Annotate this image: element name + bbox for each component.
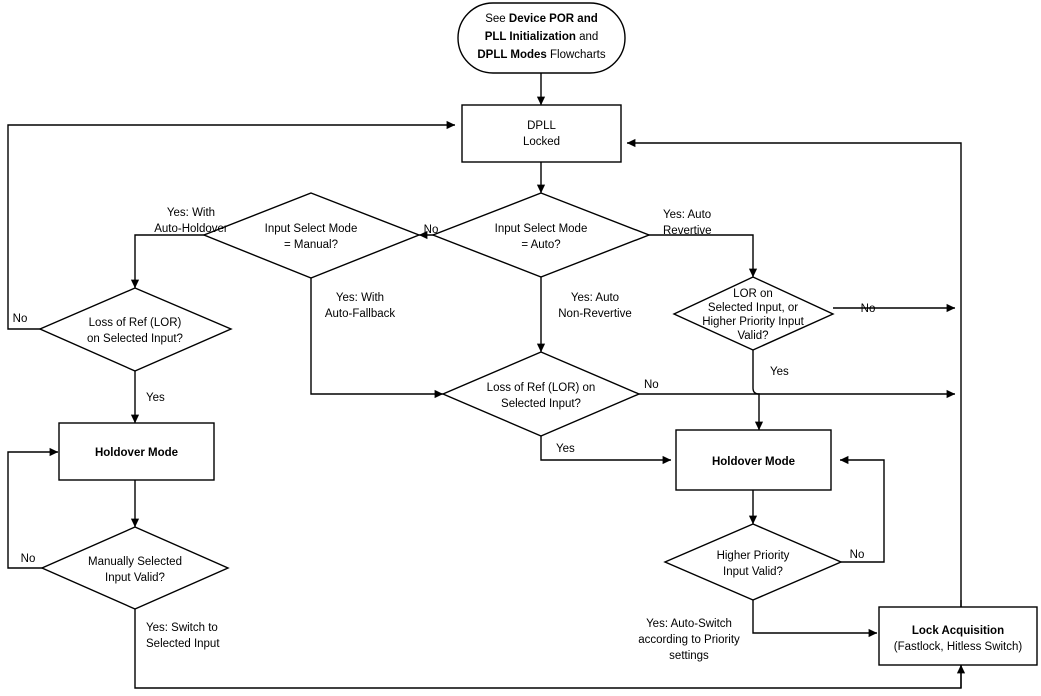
node-lor-selected-left: Loss of Ref (LOR) on Selected Input?	[38, 287, 233, 372]
node-higher-priority-valid: Higher Priority Input Valid?	[663, 523, 843, 601]
dpll-locked-line1: DPLL	[527, 120, 556, 132]
start-oval-line3-plain: Flowcharts	[547, 49, 606, 61]
yes-auto-nonrev-line1: Yes: Auto	[571, 292, 619, 304]
node-lock-acquisition: Lock Acquisition (Fastlock, Hitless Swit…	[878, 606, 1038, 666]
label-yes-lor-or-higher: Yes	[770, 366, 789, 378]
edge-lor-priority-yes-to-holdover-right	[752, 350, 764, 431]
label-yes-with-auto-holdover: Yes: With Auto-Holdover	[154, 207, 228, 235]
edge-higher-priority-yes-to-lock-acq	[752, 600, 878, 638]
label-yes-switch-to-selected: Yes: Switch to Selected Input	[146, 622, 220, 650]
label-yes-with-auto-fallback: Yes: With Auto-Fallback	[325, 292, 396, 320]
lor-priority-line4: Valid?	[737, 330, 768, 342]
lor-priority-line2: Selected Input, or	[708, 302, 798, 314]
label-no-lor-center: No	[644, 379, 659, 391]
label-yes-auto-revertive: Yes: Auto Revertive	[663, 209, 712, 237]
start-oval-line2-plain: and	[576, 31, 598, 43]
yes-switch-line2: Selected Input	[146, 638, 220, 650]
yes-auto-holdover-line1: Yes: With	[167, 207, 215, 219]
input-select-auto-line2: = Auto?	[521, 239, 560, 251]
yes-auto-fallback-line2: Auto-Fallback	[325, 308, 396, 320]
yes-auto-switch-line2: according to Priority	[638, 634, 740, 646]
lock-acquisition-line1: Lock Acquisition	[912, 625, 1004, 637]
label-yes-lor-center: Yes	[556, 443, 575, 455]
yes-auto-fallback-line1: Yes: With	[336, 292, 384, 304]
label-no-lor-left: No	[13, 313, 28, 325]
node-manually-selected-valid: Manually Selected Input Valid?	[40, 526, 230, 610]
yes-auto-holdover-line2: Auto-Holdover	[154, 223, 228, 235]
edge-manual-fallback-to-lor-center	[310, 278, 444, 399]
edge-auto-revertive-to-lor-priority	[620, 234, 758, 278]
node-lor-selected-center: Loss of Ref (LOR) on Selected Input?	[441, 351, 641, 437]
yes-auto-revertive-line1: Yes: Auto	[663, 209, 711, 221]
node-start-oval: See Device POR and PLL Initialization an…	[457, 2, 626, 74]
svg-text:PLL Initialization and: PLL Initialization and	[485, 31, 599, 43]
start-oval-line2-bold: PLL Initialization	[485, 31, 576, 43]
node-dpll-locked: DPLL Locked	[461, 104, 622, 163]
edge-lor-left-no-to-dpll	[7, 120, 456, 330]
higher-priority-line2: Input Valid?	[723, 566, 783, 578]
svg-text:DPLL Modes Flowcharts: DPLL Modes Flowcharts	[477, 49, 605, 61]
holdover-left-label: Holdover Mode	[95, 447, 178, 459]
start-oval-line1-bold: Device POR and	[509, 13, 598, 25]
lor-center-line1: Loss of Ref (LOR) on	[487, 382, 596, 394]
lor-priority-line1: LOR on	[733, 288, 773, 300]
manually-selected-line2: Input Valid?	[105, 572, 165, 584]
label-yes-auto-switch: Yes: Auto-Switch according to Priority s…	[638, 618, 740, 662]
higher-priority-line1: Higher Priority	[717, 550, 790, 562]
lor-priority-line3: Higher Priority Input	[702, 316, 804, 328]
node-holdover-left: Holdover Mode	[58, 422, 215, 481]
yes-switch-line1: Yes: Switch to	[146, 622, 218, 634]
yes-auto-revertive-line2: Revertive	[663, 225, 712, 237]
edge-higher-priority-no-loop	[839, 455, 885, 563]
label-no-lor-or-higher: No	[861, 303, 876, 315]
label-yes-lor-left: Yes	[146, 392, 165, 404]
start-oval-line1-plain: See	[485, 13, 509, 25]
start-oval-line3-bold: DPLL Modes	[477, 49, 546, 61]
input-select-manual-line1: Input Select Mode	[265, 223, 358, 235]
lor-left-line2: on Selected Input?	[87, 333, 183, 345]
manually-selected-line1: Manually Selected	[88, 556, 182, 568]
yes-auto-switch-line3: settings	[669, 650, 709, 662]
label-yes-auto-non-revertive: Yes: Auto Non-Revertive	[558, 292, 632, 320]
yes-auto-switch-line1: Yes: Auto-Switch	[646, 618, 732, 630]
edge-lor-center-yes-to-holdover-right	[540, 436, 672, 465]
lock-acquisition-line2: (Fastlock, Hitless Switch)	[894, 641, 1023, 653]
dpll-locked-line2: Locked	[523, 136, 560, 148]
node-holdover-right: Holdover Mode	[675, 429, 832, 491]
yes-auto-nonrev-line2: Non-Revertive	[558, 308, 632, 320]
node-lor-or-higher-priority: LOR on Selected Input, or Higher Priorit…	[672, 276, 835, 351]
edge-manual-yes-to-lor-left	[130, 234, 232, 289]
input-select-auto-line1: Input Select Mode	[495, 223, 588, 235]
node-input-select-auto: Input Select Mode = Auto?	[431, 192, 651, 278]
node-input-select-manual: Input Select Mode = Manual?	[202, 192, 421, 279]
label-no-auto-to-manual: No	[424, 224, 439, 236]
input-select-manual-line2: = Manual?	[284, 239, 338, 251]
label-no-higher-priority: No	[850, 549, 865, 561]
label-no-manually-selected: No	[21, 553, 36, 565]
svg-text:See Device POR and: See Device POR and	[485, 13, 598, 25]
lor-left-line1: Loss of Ref (LOR)	[89, 317, 182, 329]
holdover-right-label: Holdover Mode	[712, 456, 795, 468]
edge-manual-valid-no-loop	[7, 447, 59, 569]
lor-center-line2: Selected Input?	[501, 398, 581, 410]
